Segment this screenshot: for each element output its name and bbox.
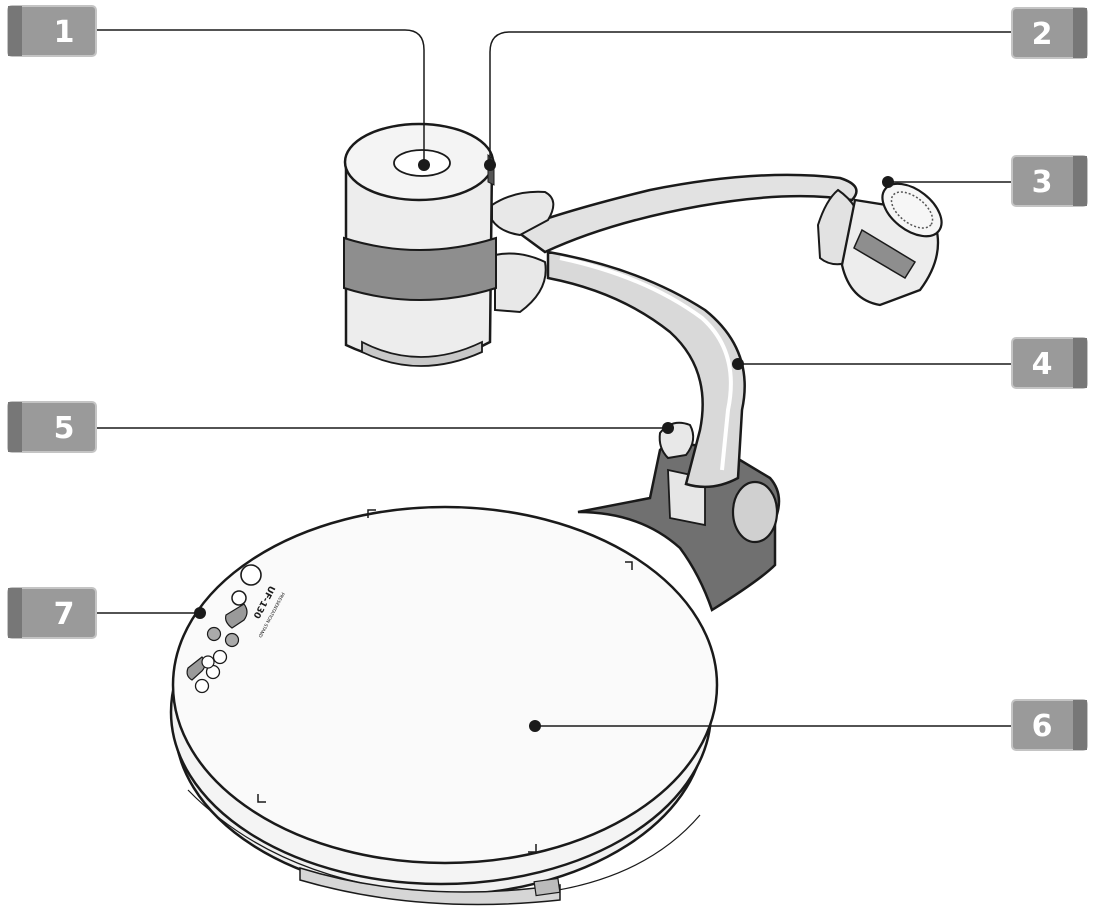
callout-1: 1 — [7, 5, 97, 57]
callout-box-edge — [1073, 156, 1087, 206]
base-stage — [169, 505, 719, 906]
arm — [491, 173, 858, 489]
leader-dot-1 — [418, 159, 430, 171]
side-light-lens — [881, 182, 943, 238]
leader-dot-2 — [484, 159, 496, 171]
camera-head-band — [343, 236, 497, 301]
leader-dot-7 — [194, 607, 206, 619]
callout-number: 4 — [1032, 347, 1053, 382]
camera-head-bottom — [361, 340, 483, 367]
corner-mark-bottom — [528, 844, 537, 853]
panel-button[interactable] — [201, 655, 215, 669]
upper-rail — [512, 173, 858, 254]
leader-dot-3 — [882, 176, 894, 188]
callout-number: 6 — [1032, 709, 1053, 744]
panel-button[interactable] — [231, 590, 247, 606]
panel-slider[interactable] — [225, 603, 248, 629]
callout-2: 2 — [1011, 7, 1088, 59]
leader-line-1 — [95, 29, 425, 165]
base-front-lip — [299, 866, 561, 906]
leader-dots — [194, 159, 894, 732]
callout-3: 3 — [1011, 155, 1088, 207]
callout-box-edge — [1073, 338, 1087, 388]
leader-lines — [95, 29, 1012, 727]
panel-button[interactable] — [194, 678, 210, 694]
arm-body — [546, 250, 746, 489]
head-bracket-lower — [494, 252, 547, 314]
callout-6: 6 — [1011, 699, 1088, 751]
corner-mark-top — [367, 509, 376, 518]
callout-5: 5 — [7, 401, 97, 453]
arm-highlight — [559, 256, 733, 471]
leader-dot-5 — [662, 422, 674, 434]
callout-box-edge — [8, 6, 22, 56]
callout-number: 2 — [1032, 17, 1053, 52]
callout-number: 7 — [54, 597, 75, 632]
corner-mark-left — [257, 794, 266, 803]
side-light-lens-inner — [890, 191, 934, 229]
base-top-disc — [171, 505, 719, 865]
side-light — [816, 182, 943, 307]
head-bracket — [491, 190, 555, 237]
panel-button[interactable] — [206, 626, 222, 642]
callout-box-edge — [1073, 700, 1087, 750]
callout-box-edge — [8, 402, 22, 452]
panel-button[interactable] — [212, 649, 228, 665]
callout-box-edge — [8, 588, 22, 638]
panel-button[interactable] — [224, 632, 240, 648]
leader-dot-4 — [732, 358, 744, 370]
camera-head — [343, 122, 497, 367]
callout-number: 5 — [54, 411, 75, 446]
panel-button[interactable] — [240, 564, 262, 586]
callout-number: 3 — [1032, 165, 1053, 200]
pedestal-knob — [731, 480, 779, 544]
callout-box-edge — [1073, 8, 1087, 58]
callout-4: 4 — [1011, 337, 1088, 389]
callout-number: 1 — [54, 15, 75, 50]
side-light-band — [853, 228, 917, 280]
leader-line-2 — [489, 31, 1012, 165]
leader-dot-6 — [529, 720, 541, 732]
corner-mark-right — [625, 561, 633, 570]
callout-7: 7 — [7, 587, 97, 639]
base-front-port — [533, 877, 561, 897]
